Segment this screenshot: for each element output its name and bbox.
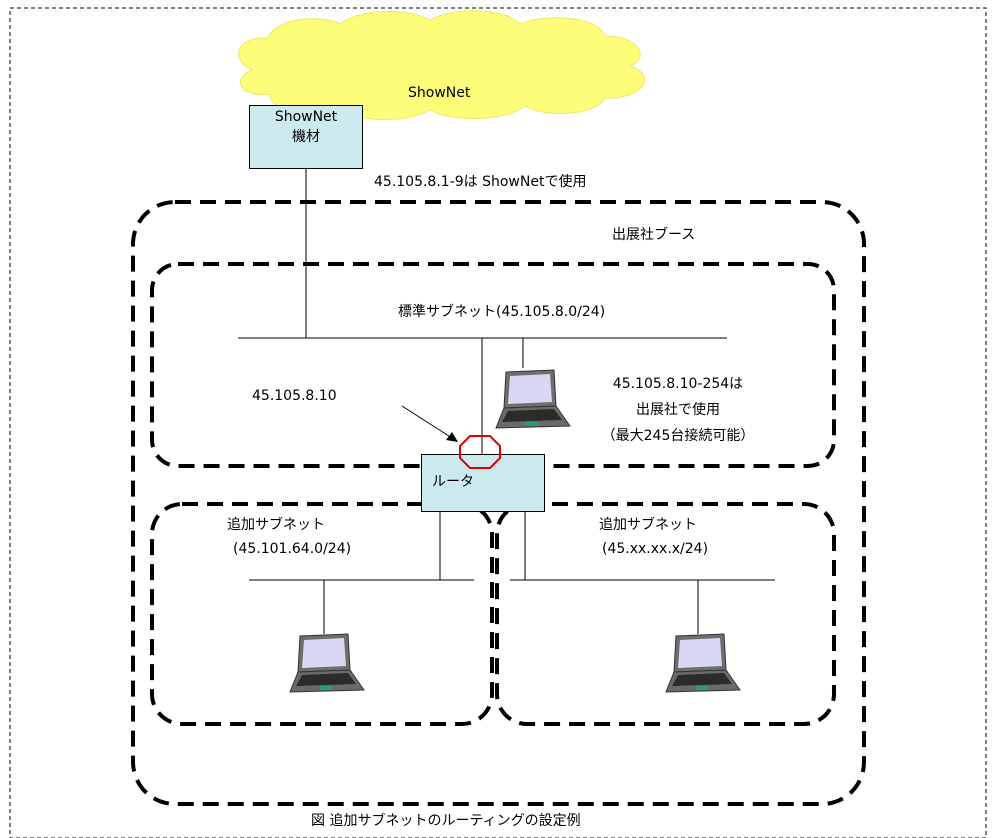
figure-caption: 図 追加サブネットのルーティングの設定例 xyxy=(311,813,581,829)
equipment-label-line1: ShowNet xyxy=(274,109,338,125)
cloud-label: ShowNet xyxy=(408,85,471,101)
added-subnet-left-boundary xyxy=(150,502,494,726)
exhibitor-note-line3: （最大245台接続可能） xyxy=(601,428,755,444)
added-subnet-right-label-line2: (45.xx.xx.x/24) xyxy=(602,541,709,557)
router-label: ルータ xyxy=(432,474,474,490)
router-ip-arrow xyxy=(401,405,453,439)
booth-label: 出展社ブース xyxy=(612,227,696,243)
exhibitor-note-line1: 45.105.8.10-254は xyxy=(612,376,744,392)
added-subnet-left-label-line1: 追加サブネット xyxy=(227,517,325,533)
shownet-cloud xyxy=(238,10,645,121)
router-ip-label: 45.105.8.10 xyxy=(252,388,337,404)
left-laptop xyxy=(289,633,365,693)
router-box xyxy=(421,454,545,512)
added-subnet-right-boundary xyxy=(495,502,836,726)
added-subnet-left-label-line2: (45.101.64.0/24) xyxy=(233,541,352,557)
equipment-label-line2: 機材 xyxy=(292,129,320,145)
right-laptop xyxy=(665,633,741,693)
shownet-range-note: 45.105.8.1-9は ShowNetで使用 xyxy=(374,174,587,190)
standard-laptop xyxy=(495,369,571,429)
shownet-equipment-box xyxy=(249,105,363,169)
router-ip-arrowhead xyxy=(446,432,458,442)
added-subnet-right-label-line1: 追加サブネット xyxy=(599,517,697,533)
standard-subnet-label: 標準サブネット(45.105.8.0/24) xyxy=(398,304,606,320)
exhibitor-note-line2: 出展社で使用 xyxy=(636,402,720,418)
